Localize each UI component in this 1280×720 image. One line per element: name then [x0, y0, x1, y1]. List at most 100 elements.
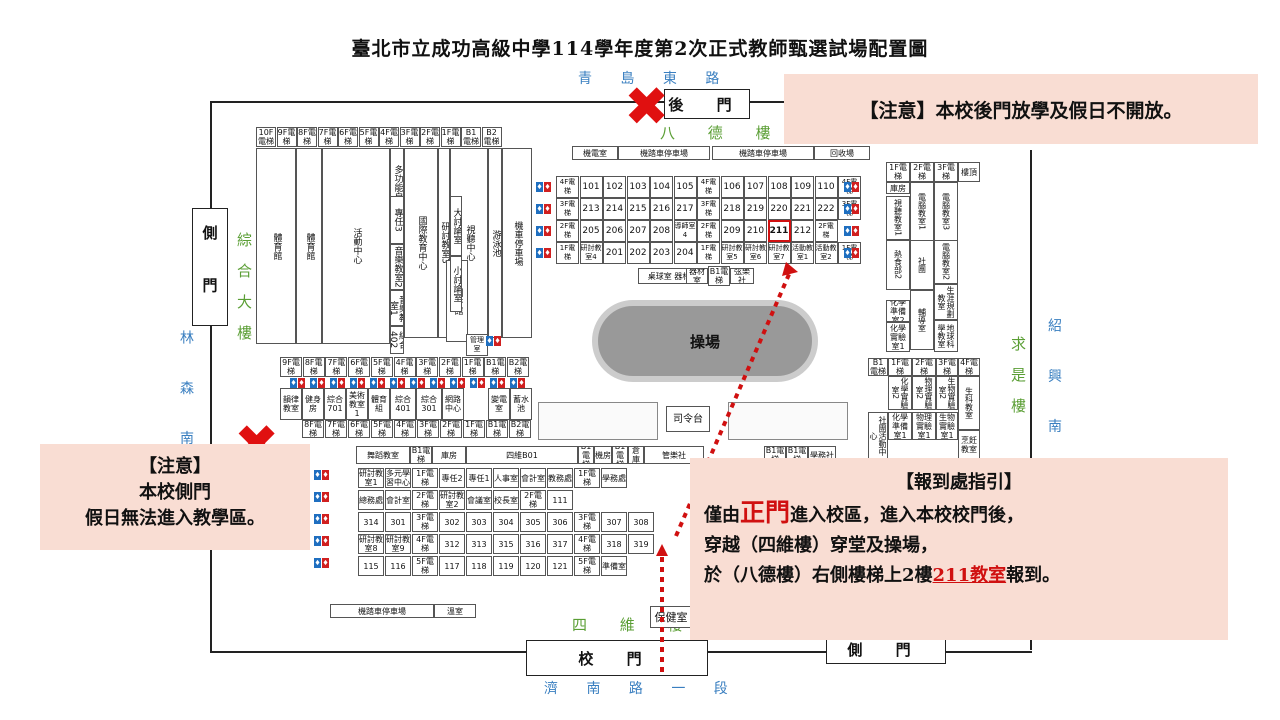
- left-elevator-header: B2電梯: [481, 127, 502, 147]
- bade-room: 214: [603, 198, 626, 220]
- siwei-top-room: B1電梯: [410, 446, 432, 464]
- left-low-elevator-header: 5F電梯: [371, 420, 393, 438]
- siwei-room: 4F電梯: [574, 534, 600, 554]
- basketball-court-1: [538, 402, 658, 440]
- right-room: 地球科學教室: [934, 320, 958, 352]
- right-room: 社團: [910, 240, 934, 290]
- bade-room: 2F電梯: [697, 220, 720, 242]
- bade-room: 研討教室6: [744, 242, 767, 264]
- bade-room: 222: [814, 198, 838, 220]
- left-mid-room: 蓄水池: [510, 388, 532, 420]
- route-arrow-head-bottom: [656, 544, 668, 556]
- bade-room: 107: [744, 176, 767, 198]
- bade-room: 209: [720, 220, 744, 242]
- bade-room: 104: [650, 176, 673, 198]
- right-room: 化學實驗室1: [886, 322, 910, 352]
- left-low-elevator-header: 3F電梯: [417, 420, 439, 438]
- left-room: 體育館: [296, 148, 322, 344]
- left-room: 專任3: [390, 196, 404, 244]
- right-room: 庫房: [886, 182, 910, 194]
- restroom-female-icon: ♦: [478, 378, 485, 388]
- bade-room: 110: [814, 176, 838, 198]
- bade-room: 106: [720, 176, 744, 198]
- left-room: 音樂教室2: [390, 244, 404, 290]
- left-mid-room: 變電室: [488, 388, 510, 420]
- restroom-male-icon: ♦: [470, 378, 477, 388]
- restroom-female-icon: ♦: [852, 248, 859, 258]
- left-mid-room: 體育組: [368, 388, 390, 420]
- bade-room: 2F電梯: [814, 220, 838, 242]
- bade-room: 215: [626, 198, 650, 220]
- right-room: 電腦教室3: [934, 182, 958, 242]
- left-mid-elevator-header: B2電梯: [507, 357, 529, 377]
- siwei-room: 120: [520, 556, 546, 576]
- playground: 操場: [592, 300, 818, 382]
- restroom-female-icon: ♦: [322, 492, 329, 502]
- restroom-female-icon: ♦: [418, 378, 425, 388]
- right-low-room: 化學準備室1: [888, 412, 912, 440]
- bade-top-room: 機電室: [572, 146, 618, 160]
- siwei-room: 303: [466, 512, 492, 532]
- left-room: 機車停車場: [502, 148, 532, 338]
- siwei-room: 4F電梯: [412, 534, 438, 554]
- left-room: 音樂教室1: [390, 290, 404, 326]
- siwei-room: 318: [601, 534, 627, 554]
- left-low-elevator-header: 2F電梯: [440, 420, 462, 438]
- side-gate-note: 【注意】 本校側門 假日無法進入教學區。: [40, 444, 310, 550]
- right-low-room: 4F電梯: [958, 358, 980, 376]
- restroom-female-icon: ♦: [398, 378, 405, 388]
- bade-room: 研討教室7: [767, 242, 791, 264]
- left-low-elevator-header: 4F電梯: [394, 420, 416, 438]
- right-room: 電腦教室2: [934, 240, 958, 284]
- restroom-male-icon: ♦: [314, 558, 321, 568]
- restroom-female-icon: ♦: [338, 378, 345, 388]
- road-east-label: 紹 興 南 街: [1046, 318, 1062, 500]
- right-room: 電腦教室1: [910, 182, 934, 242]
- restroom-male-icon: ♦: [314, 536, 321, 546]
- left-mid-elevator-header: 8F電梯: [302, 357, 325, 377]
- left-mid-room: 美術教室1: [346, 388, 368, 420]
- restroom-female-icon: ♦: [322, 470, 329, 480]
- bade-room: 201: [603, 242, 626, 264]
- left-room: 大討論室: [450, 196, 462, 256]
- siwei-top-room: B1電梯: [578, 446, 594, 464]
- bade-room: 105: [673, 176, 697, 198]
- siwei-room: 5F電梯: [574, 556, 600, 576]
- siwei-top-room: 倉庫: [628, 446, 644, 464]
- restroom-female-icon: ♦: [544, 248, 551, 258]
- main-gate: 校 門: [526, 640, 708, 676]
- siwei-room: 研討教室8: [358, 534, 384, 554]
- left-low-elevator-header: 8F電梯: [302, 420, 324, 438]
- restroom-female-icon: ♦: [378, 378, 385, 388]
- restroom-female-icon: ♦: [852, 226, 859, 236]
- restroom-male-icon: ♦: [536, 226, 543, 236]
- siwei-room: 3F電梯: [574, 512, 600, 532]
- left-mid-elevator-header: 6F電梯: [348, 357, 371, 377]
- left-room: 體育館: [256, 148, 296, 344]
- left-low-elevator-header: 7F電梯: [325, 420, 347, 438]
- siwei-room: 多元學習中心: [385, 468, 411, 488]
- siwei-room: 117: [439, 556, 465, 576]
- side-gate-note-line1: 本校側門: [139, 482, 211, 503]
- restroom-female-icon: ♦: [544, 226, 551, 236]
- siwei-room: 教務處: [547, 468, 573, 488]
- route-segment-playground: [674, 271, 792, 537]
- closed-x-icon-back-gate: ✖: [624, 75, 670, 138]
- bade-room: 210: [744, 220, 767, 242]
- page-title: 臺北市立成功高級中學114學年度第2次正式教師甄選試場配置圖: [351, 38, 929, 60]
- left-elevator-header: 2F電梯: [420, 127, 440, 147]
- side-gate-note-title: 【注意】: [139, 456, 211, 477]
- bade-room: 206: [603, 220, 626, 242]
- restroom-female-icon: ♦: [318, 378, 325, 388]
- left-elevator-header: 10F電梯: [256, 127, 276, 147]
- siwei-room: 121: [547, 556, 573, 576]
- left-low-elevator-header: B2電梯: [509, 420, 531, 438]
- siwei-room: 306: [547, 512, 573, 532]
- bade-room: 213: [579, 198, 603, 220]
- bade-room: 220: [767, 198, 791, 220]
- left-low-elevator-header: B1電梯: [486, 420, 508, 438]
- building-label-qiushi: 求是樓: [1009, 336, 1027, 429]
- bade-room: 4F電梯: [556, 176, 579, 198]
- siwei-room: 會計室: [385, 490, 411, 510]
- siwei-room: 研討教室9: [385, 534, 411, 554]
